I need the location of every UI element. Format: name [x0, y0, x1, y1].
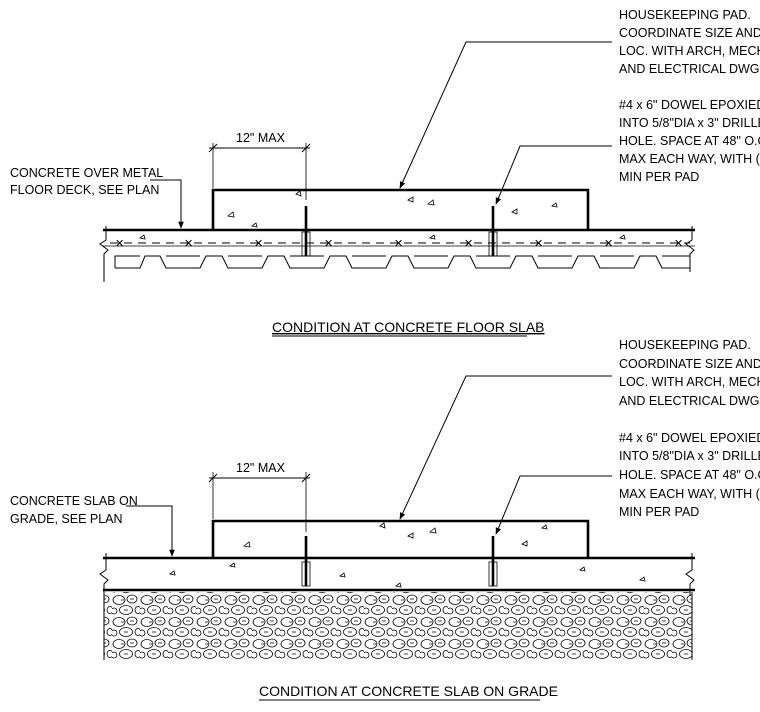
svg-text:#4 x 6" DOWEL EPOXIED: #4 x 6" DOWEL EPOXIED — [619, 98, 760, 112]
slab-note: CONCRETE SLAB ON GRADE, SEE PLAN — [10, 494, 175, 557]
floor-slab-detail: ✕✕ ✕✕ ✕✕ ✕✕ ✕ 12" MAX CO — [10, 8, 760, 337]
concrete-aggregate — [169, 522, 646, 588]
svg-text:✕: ✕ — [604, 238, 613, 250]
break-line-right — [685, 226, 695, 272]
dowel-note: #4 x 6" DOWEL EPOXIED INTO 5/8"DIA x 3" … — [495, 431, 760, 535]
slab-on-grade-detail: 12" MAX CONCRETE SLAB ON GRADE, SEE PLAN… — [10, 338, 760, 701]
svg-text:LOC. WITH ARCH, MECH,: LOC. WITH ARCH, MECH, — [619, 375, 760, 389]
dowel-right — [488, 206, 498, 257]
svg-text:MIN PER PAD: MIN PER PAD — [619, 170, 699, 184]
svg-text:MIN PER PAD: MIN PER PAD — [619, 505, 699, 519]
dowel-left — [301, 206, 311, 257]
detail-title: CONDITION AT CONCRETE FLOOR SLAB — [272, 319, 545, 335]
svg-text:INTO 5/8"DIA x 3" DRILLED: INTO 5/8"DIA x 3" DRILLED — [619, 449, 760, 463]
dowel-left — [301, 536, 311, 587]
svg-text:INTO 5/8"DIA x 3" DRILLED: INTO 5/8"DIA x 3" DRILLED — [619, 116, 760, 130]
svg-text:COORDINATE SIZE AND: COORDINATE SIZE AND — [619, 26, 760, 40]
svg-text:CONCRETE OVER METAL: CONCRETE OVER METAL — [10, 166, 163, 180]
svg-text:HOUSEKEEPING PAD.: HOUSEKEEPING PAD. — [619, 8, 751, 22]
svg-text:HOLE. SPACE AT 48" O.C.: HOLE. SPACE AT 48" O.C. — [619, 468, 760, 482]
detail-title: CONDITION AT CONCRETE SLAB ON GRADE — [259, 683, 558, 699]
reinforcing-mesh: ✕ ✕ ✕ ✕ ✕ ✕ ✕ ✕ ✕ — [110, 238, 690, 250]
svg-text:MAX EACH WAY, WITH (4): MAX EACH WAY, WITH (4) — [619, 152, 760, 166]
svg-text:✕: ✕ — [674, 238, 683, 250]
housekeeping-pad — [211, 519, 590, 558]
svg-text:✕: ✕ — [394, 238, 403, 250]
svg-text:AND ELECTRICAL DWG'S: AND ELECTRICAL DWG'S — [619, 394, 760, 408]
svg-text:LOC. WITH ARCH, MECH,: LOC. WITH ARCH, MECH, — [619, 44, 760, 58]
svg-text:COORDINATE SIZE AND: COORDINATE SIZE AND — [619, 357, 760, 371]
pad-note: HOUSEKEEPING PAD. COORDINATE SIZE AND LO… — [399, 8, 760, 189]
svg-text:✕: ✕ — [184, 238, 193, 250]
dimension-label: 12" MAX — [236, 131, 286, 145]
concrete-aggregate — [139, 190, 626, 240]
svg-text:FLOOR DECK, SEE PLAN: FLOOR DECK, SEE PLAN — [10, 183, 159, 197]
svg-text:✕: ✕ — [254, 238, 263, 250]
svg-text:#4 x 6" DOWEL EPOXIED: #4 x 6" DOWEL EPOXIED — [619, 431, 760, 445]
svg-text:AND ELECTRICAL DWG'S: AND ELECTRICAL DWG'S — [619, 62, 760, 76]
pad-note: HOUSEKEEPING PAD. COORDINATE SIZE AND LO… — [399, 338, 760, 520]
gravel-base — [104, 592, 692, 660]
slab-note: CONCRETE OVER METAL FLOOR DECK, SEE PLAN — [10, 166, 184, 229]
break-line-left — [99, 226, 109, 282]
dimension-12-max: 12" MAX — [208, 461, 311, 532]
dimension-12-max: 12" MAX — [208, 131, 311, 200]
dowel-right — [488, 536, 498, 587]
metal-deck-profile — [115, 255, 690, 269]
svg-text:CONCRETE SLAB ON: CONCRETE SLAB ON — [10, 494, 138, 508]
svg-text:✕: ✕ — [534, 238, 543, 250]
dowel-note: #4 x 6" DOWEL EPOXIED INTO 5/8"DIA x 3" … — [495, 98, 760, 205]
housekeeping-pad — [211, 188, 590, 230]
dimension-label: 12" MAX — [236, 461, 286, 475]
break-line-left — [99, 553, 109, 596]
svg-text:HOLE. SPACE AT 48" O.C.: HOLE. SPACE AT 48" O.C. — [619, 134, 760, 148]
svg-text:✕: ✕ — [115, 238, 124, 250]
svg-text:✕: ✕ — [324, 238, 333, 250]
svg-text:GRADE, SEE PLAN: GRADE, SEE PLAN — [10, 512, 123, 526]
break-line-right — [685, 553, 695, 596]
svg-text:MAX EACH WAY, WITH (4): MAX EACH WAY, WITH (4) — [619, 487, 760, 501]
svg-text:✕: ✕ — [464, 238, 473, 250]
svg-text:HOUSEKEEPING PAD.: HOUSEKEEPING PAD. — [619, 338, 751, 352]
